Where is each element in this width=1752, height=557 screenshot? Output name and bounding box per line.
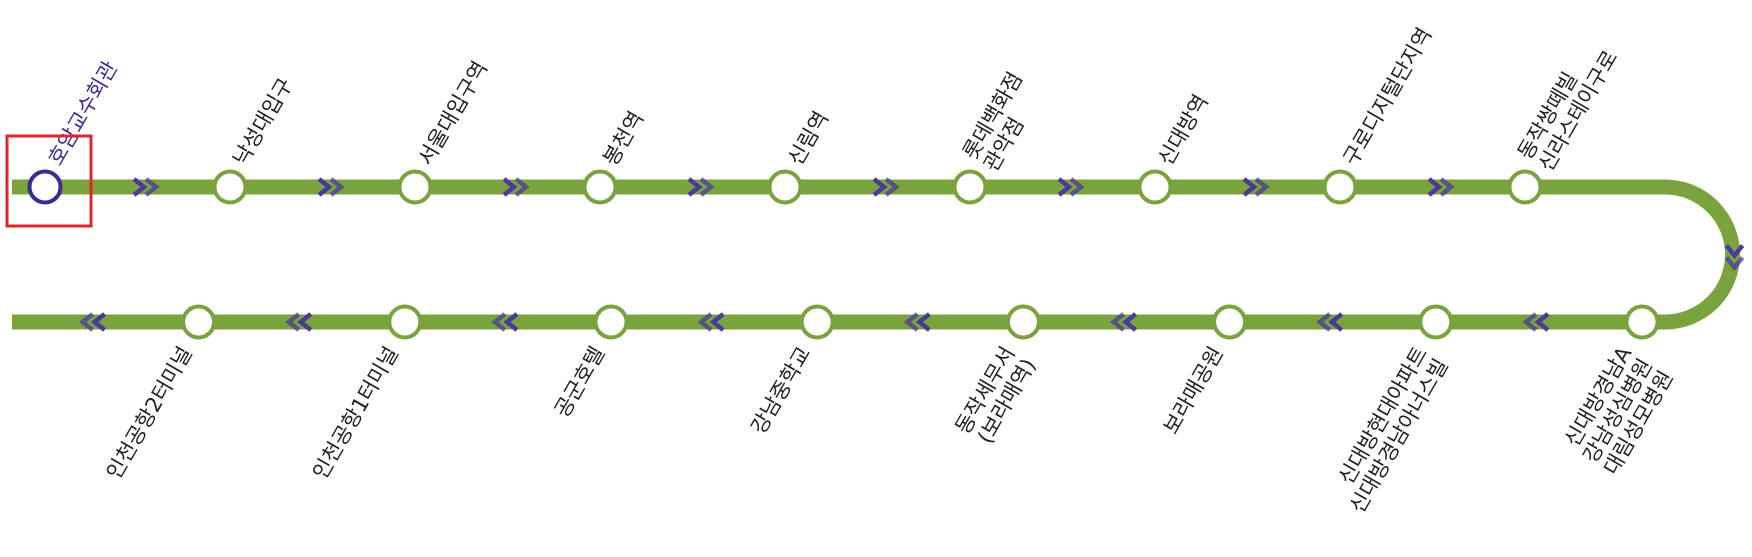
station-강남중학교[interactable] (799, 304, 835, 340)
direction-arrow-backward (491, 312, 519, 332)
route-line (12, 179, 1740, 330)
station-보라매공원[interactable] (1212, 304, 1248, 340)
station-label-강남중학교: 강남중학교 (746, 343, 815, 439)
station-신대방경남A[interactable] (1624, 304, 1660, 340)
station-롯데백화점[interactable] (952, 169, 988, 205)
direction-arrow-forward (317, 177, 345, 197)
direction-arrow-forward (502, 177, 530, 197)
station-label-롯데백화점: 롯데백화점관악점 (958, 68, 1048, 176)
station-label-보라매공원: 보라매공원 (1159, 343, 1228, 439)
station-label-서울대입구역: 서울대입구역 (414, 57, 493, 169)
station-label-봉천역: 봉천역 (599, 107, 649, 169)
station-label-동작세무서: 동작세무서(보라매역) (951, 343, 1041, 451)
station-label-인천공항2터미널: 인천공항2터미널 (102, 343, 197, 484)
direction-arrow-forward (1427, 177, 1455, 197)
direction-arrow-forward (687, 177, 715, 197)
station-인천공항1터미널[interactable] (387, 304, 423, 340)
direction-arrows (78, 177, 1745, 332)
direction-arrow-forward (1242, 177, 1270, 197)
direction-arrow-backward (285, 312, 313, 332)
station-신림역[interactable] (767, 169, 803, 205)
station-markers[interactable] (27, 169, 1660, 340)
station-label-신림역: 신림역 (784, 107, 834, 169)
station-label-낙성대입구: 낙성대입구 (229, 74, 298, 170)
station-공군호텔[interactable] (593, 304, 629, 340)
station-봉천역[interactable] (582, 169, 618, 205)
direction-arrow-backward (1109, 312, 1138, 332)
station-label-공군호텔: 공군호텔 (550, 343, 609, 422)
direction-arrow-backward (903, 312, 931, 332)
station-낙성대입구[interactable] (212, 169, 248, 205)
station-label-동작쌍떼빌: 동작쌍떼빌신라스테이구로 (1513, 34, 1622, 175)
direction-arrow-backward (1522, 312, 1550, 332)
station-label-인천공항1터미널: 인천공항1터미널 (308, 343, 403, 484)
direction-arrow-turn (1724, 244, 1745, 272)
direction-arrow-forward (132, 177, 160, 197)
station-서울대입구역[interactable] (397, 169, 433, 205)
direction-arrow-backward (697, 312, 725, 332)
station-label-신대방현대아파트: 신대방현대아파트신대방경남아너스빌 (1324, 343, 1453, 518)
station-신대방현대아파트[interactable] (1418, 304, 1454, 340)
station-인천공항2터미널[interactable] (181, 304, 217, 340)
direction-arrow-forward (1057, 177, 1085, 197)
direction-arrow-backward (78, 312, 107, 332)
station-신대방역[interactable] (1137, 169, 1173, 205)
station-label-신대방역: 신대방역 (1154, 91, 1213, 170)
route-track (12, 179, 1740, 330)
direction-arrow-backward (1316, 312, 1344, 332)
station-동작쌍떼빌[interactable] (1507, 169, 1543, 205)
station-동작세무서[interactable] (1005, 304, 1041, 340)
station-labels: 호암교수회관 낙성대입구 서울대입구역 봉천역 신림역 롯데백화점관악점 신대방역 구로디지털… (44, 24, 1679, 518)
direction-arrow-forward (872, 177, 900, 197)
station-label-구로디지털단지역: 구로디지털단지역 (1339, 24, 1437, 170)
station-label-호암교수회관: 호암교수회관 (44, 57, 123, 169)
station-호암교수회관[interactable] (27, 169, 63, 205)
current-station-highlight (5, 134, 93, 228)
station-label-신대방경남A: 신대방경남A강남성심병원대림성모병원 (1558, 342, 1679, 479)
station-구로디지털단지역[interactable] (1322, 169, 1358, 205)
